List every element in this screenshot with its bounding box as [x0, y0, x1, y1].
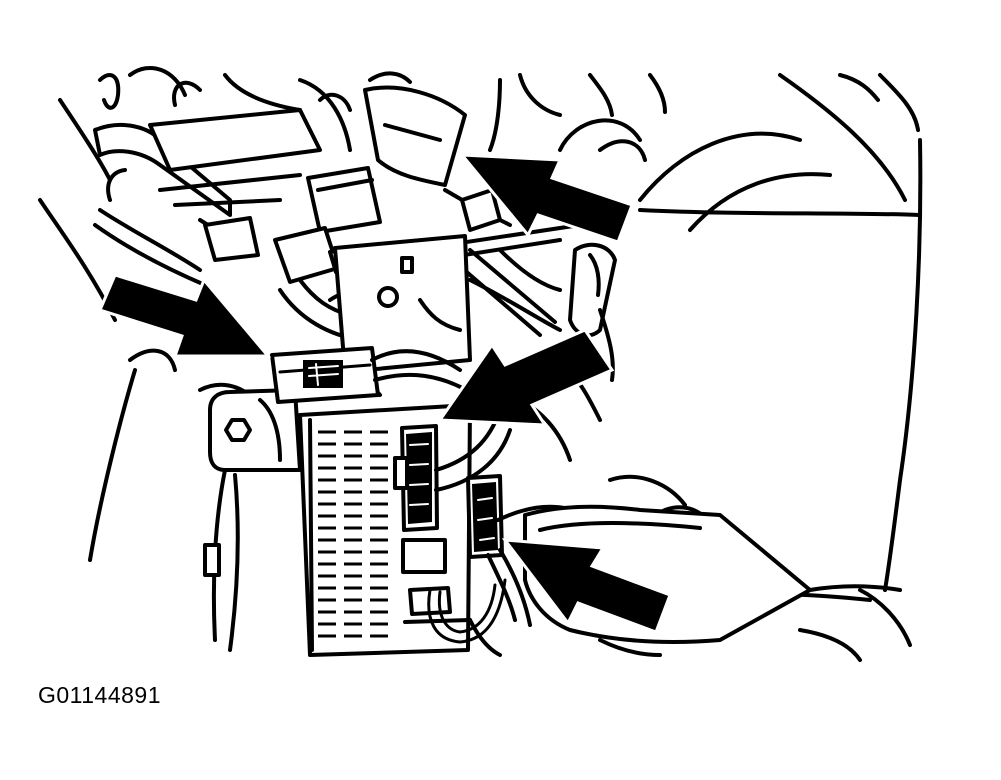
- upper-harness: [93, 85, 617, 382]
- figure-id-label: G01144891: [38, 682, 162, 708]
- arrow-middle-right: [437, 328, 615, 427]
- arrow-lower-right: [501, 538, 672, 634]
- arrow-upper-left: [97, 273, 272, 358]
- fuse-rows: [318, 430, 388, 638]
- arrow-upper-right: [458, 153, 634, 244]
- callout-arrows: [97, 153, 672, 634]
- background-outlines: [38, 65, 923, 662]
- relay-connector: [270, 346, 472, 404]
- side-connectors: [393, 408, 602, 644]
